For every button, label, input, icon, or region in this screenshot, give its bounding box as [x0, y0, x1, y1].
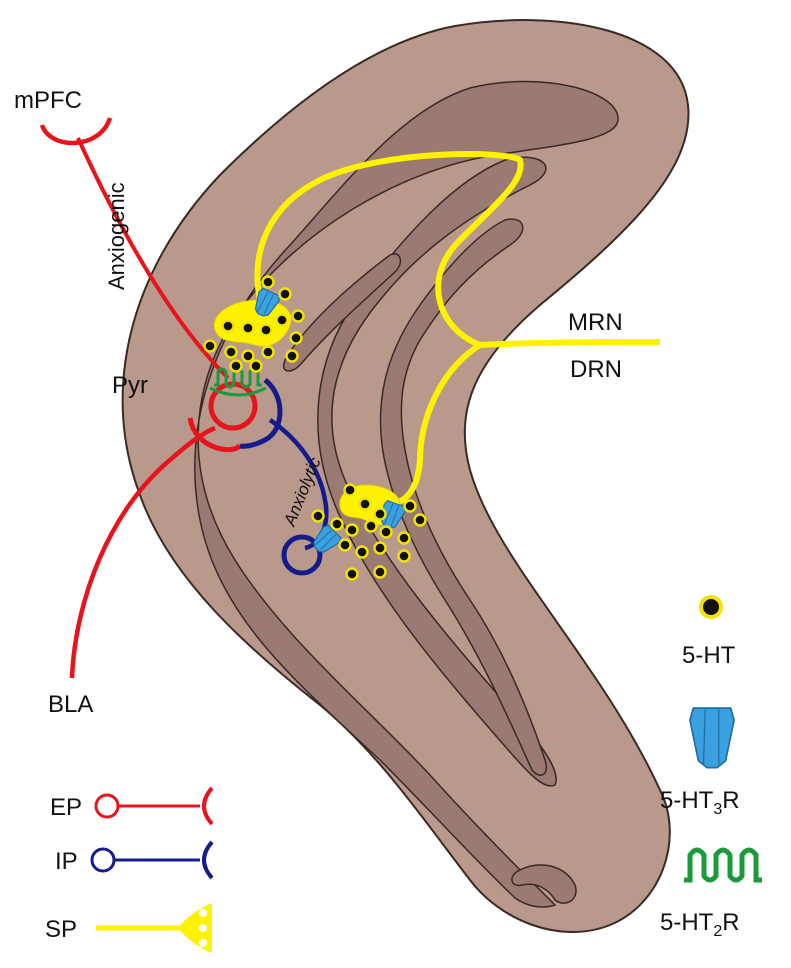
legend-ip: IP	[55, 840, 214, 880]
legend-sp: SP	[45, 903, 212, 953]
mpfc-terminal	[39, 117, 113, 146]
legend-serotonin-label: 5-HT	[682, 642, 736, 669]
mrn-drn-projection	[254, 151, 661, 349]
sp-terminal-upper	[213, 299, 292, 347]
legend-ht2r-label: 5-HT2R	[660, 909, 740, 940]
ht2-receptor-icon	[684, 847, 762, 883]
inhibitory-synapse	[239, 378, 283, 449]
legend-serotonin: 5-HT	[682, 595, 736, 669]
legend-ht2r: 5-HT2R	[660, 847, 762, 940]
layer-hook	[511, 864, 577, 904]
serotonin-vesicle-icon	[699, 595, 723, 619]
label-drn: DRN	[570, 356, 622, 383]
interneuron-soma	[281, 534, 323, 576]
drn-branch	[384, 342, 482, 508]
ht2-receptor-base	[209, 386, 267, 397]
legend-ep-label: EP	[50, 794, 82, 821]
label-pyr: Pyr	[112, 372, 148, 399]
label-mrn: MRN	[568, 309, 623, 336]
mpfc-projection	[76, 137, 230, 380]
label-bla: BLA	[48, 691, 93, 718]
label-anxiogenic: Anxiogenic	[104, 182, 129, 290]
layer-dentate-band	[379, 218, 547, 776]
legend-ep: EP	[50, 786, 214, 826]
legend-ht3r-label: 5-HT3R	[660, 787, 740, 818]
layer-inner-band	[317, 156, 557, 787]
legend-ht3r: 5-HT3R	[660, 707, 740, 818]
excitatory-synapse	[187, 417, 243, 453]
ht3-receptor-icon	[689, 707, 735, 769]
label-mpfc: mPFC	[14, 87, 82, 114]
layer-hilus-band	[283, 253, 402, 372]
legend-ip-label: IP	[55, 848, 78, 875]
legend-sp-label: SP	[45, 916, 77, 943]
